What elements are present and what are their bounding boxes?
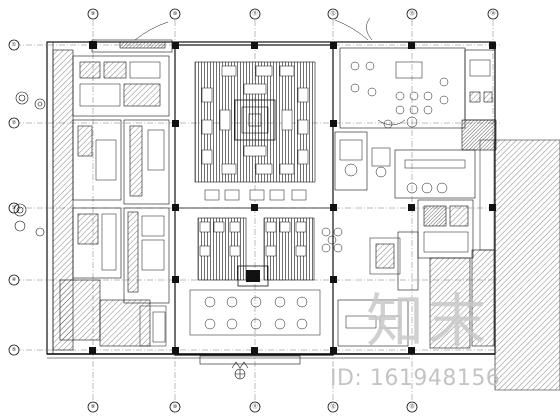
grid-bubble: ⑬ (406, 8, 418, 20)
svg-text:③: ③ (12, 205, 16, 211)
grid-bubble: ⑩ (169, 8, 181, 20)
grid-bubble: ② (8, 117, 20, 129)
kitchen-area (52, 49, 170, 351)
central-hall (89, 41, 496, 356)
svg-text:⑤: ⑤ (12, 347, 16, 353)
grid-bubble: ⑪ (249, 401, 261, 413)
svg-text:⑬: ⑬ (409, 403, 414, 410)
grid-bubble: ⑫ (327, 401, 339, 413)
svg-text:⑫: ⑫ (330, 10, 335, 17)
tree-icon (14, 220, 26, 232)
svg-text:①: ① (12, 42, 17, 48)
watermark-logo: 知末 (366, 287, 491, 355)
svg-text:②: ② (12, 120, 17, 126)
grid-bubble: ⑭ (487, 8, 499, 20)
plant-icon (234, 368, 246, 380)
svg-text:⑬: ⑬ (409, 10, 414, 17)
grid-bubble: ⑬ (406, 401, 418, 413)
tree-icon (13, 203, 27, 217)
svg-text:④: ④ (12, 277, 17, 283)
grid-bubble: ⑨ (87, 8, 99, 20)
service-area-right (417, 139, 495, 349)
grid-bubbles-bottom: ⑨ ⑩ ⑪ ⑫ ⑬ (87, 401, 418, 413)
right-dining-area (321, 227, 419, 347)
landscape-trees (13, 91, 46, 237)
svg-text:⑫: ⑫ (330, 403, 335, 410)
grid-bubble: ⑨ (87, 401, 99, 413)
grid-bubble: ① (8, 39, 20, 51)
arc-features (334, 17, 406, 126)
svg-text:⑪: ⑪ (252, 10, 257, 17)
svg-text:⑭: ⑭ (490, 10, 495, 17)
svg-text:⑪: ⑪ (252, 403, 257, 410)
watermark-id: ID: 161948156 (330, 366, 501, 391)
grid-bubble: ⑤ (8, 344, 20, 356)
tree-icon (15, 91, 29, 105)
svg-text:⑩: ⑩ (173, 404, 178, 410)
tree-icon (35, 227, 45, 237)
grid-bubbles-top: ⑨ ⑩ ⑪ ⑫ ⑬ ⑭ (87, 8, 499, 20)
upper-dining-area (194, 61, 316, 201)
lower-dining-area (189, 217, 321, 336)
exterior-hatch (494, 139, 560, 391)
tree-icon (34, 98, 46, 110)
top-entrance (91, 21, 173, 53)
grid-bubbles-left: ① ② ③ ④ ⑤ (8, 39, 20, 356)
restroom-area (461, 49, 497, 151)
grid-bubble: ⑫ (327, 8, 339, 20)
svg-text:⑨: ⑨ (91, 404, 95, 410)
svg-text:⑩: ⑩ (173, 11, 178, 17)
svg-text:⑨: ⑨ (91, 11, 95, 17)
grid-bubble: ⑪ (249, 8, 261, 20)
bottom-entrance (199, 355, 301, 380)
grid-bubble: ⑩ (169, 401, 181, 413)
right-lounge-area (334, 47, 476, 199)
grid-bubble: ④ (8, 274, 20, 286)
grid-bubble: ③ (8, 202, 20, 214)
